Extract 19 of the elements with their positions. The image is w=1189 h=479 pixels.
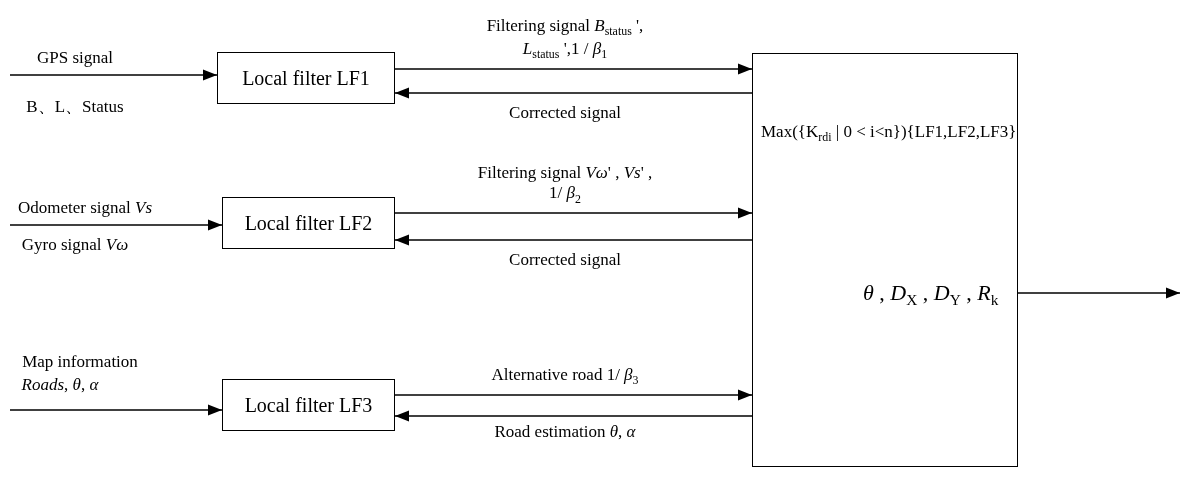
filter-box: [222, 197, 395, 249]
arrow: [394, 207, 753, 219]
node-label: Local filter LF1: [242, 66, 370, 90]
formula-text: Max({K$_{rdi}$ | 0 < i<n}){LF1,LF2,LF3}: [761, 122, 1017, 146]
node-label: Local filter LF2: [244, 211, 373, 235]
arrow: [9, 219, 223, 231]
arrow: [9, 404, 223, 416]
filter-box: [217, 52, 395, 104]
arrow: [394, 410, 753, 422]
filter-box: [222, 379, 395, 431]
arrow: [1017, 287, 1181, 299]
fusion-box: [752, 53, 1018, 467]
arrow: [394, 63, 753, 75]
node-label: Local filter LF3: [244, 393, 373, 417]
arrow: [394, 234, 753, 246]
arrow: [9, 69, 218, 81]
arrow: [394, 389, 753, 401]
arrow: [394, 87, 753, 99]
output-variables: θ , D$_{X}$ , D$_{Y}$ , R$_{k}$: [863, 280, 999, 310]
